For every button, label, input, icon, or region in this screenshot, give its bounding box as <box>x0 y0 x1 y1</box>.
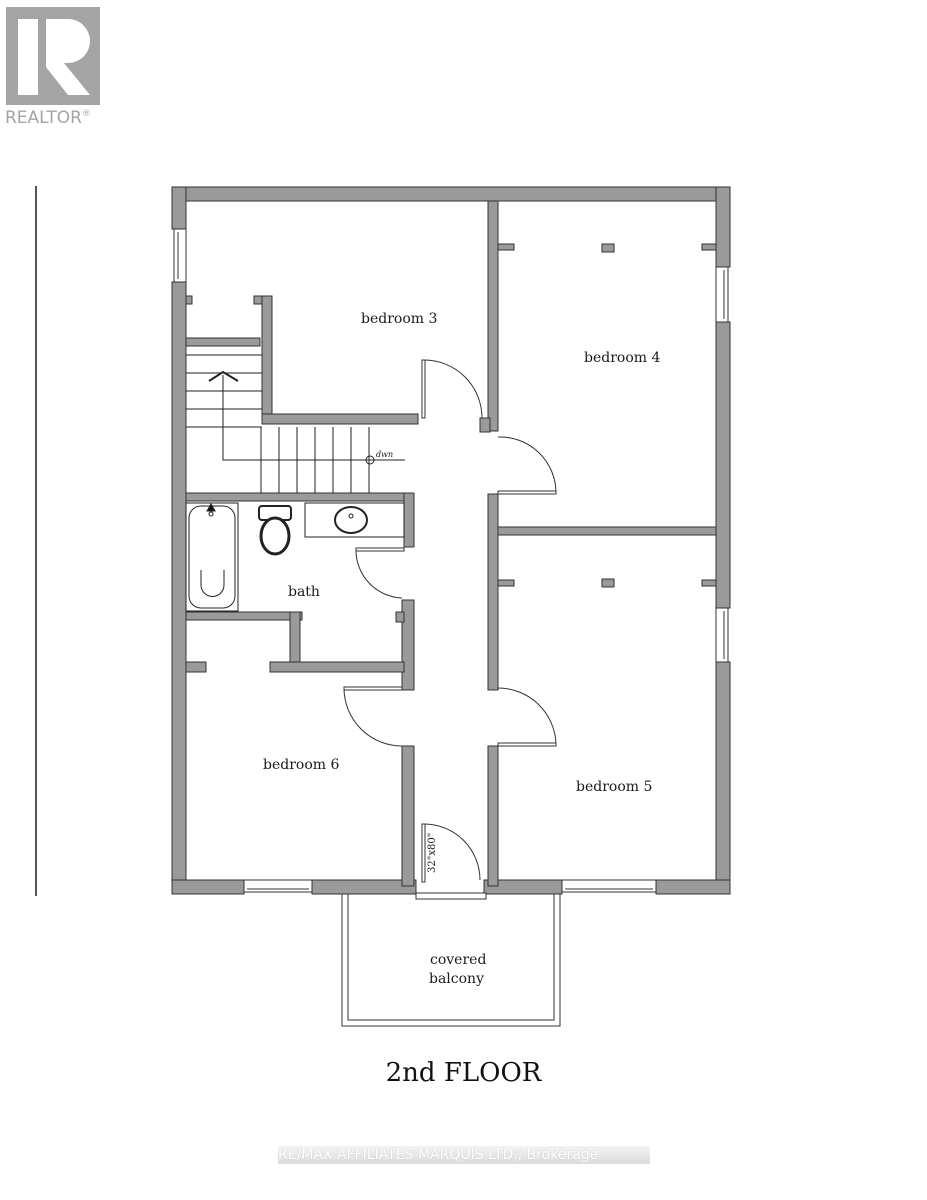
realtor-r-icon <box>6 7 100 105</box>
room-label-bedroom3: bedroom 3 <box>361 311 437 327</box>
room-label-bath: bath <box>288 584 320 600</box>
stairs-down-label: dwn <box>376 450 393 459</box>
brokerage-watermark: RE/MAX AFFILIATES MARQUIS LTD., Brokerag… <box>278 1146 650 1164</box>
door-dimension-label: 32"x80" <box>427 833 438 873</box>
windows <box>173 228 729 893</box>
floor-title: 2nd FLOOR <box>385 1058 542 1088</box>
realtor-wordmark: REALTOR® <box>5 108 91 128</box>
room-label-balcony-line2: balcony <box>429 971 484 987</box>
walls <box>171 186 731 895</box>
staircase <box>186 354 405 493</box>
room-label-bedroom5: bedroom 5 <box>576 779 652 795</box>
balcony-railing <box>341 894 561 1027</box>
watermark-text: RE/MAX AFFILIATES MARQUIS LTD., Brokerag… <box>278 1147 599 1163</box>
bath-fixtures <box>185 502 405 612</box>
realtor-logo: REALTOR® <box>5 5 109 128</box>
room-label-bedroom6: bedroom 6 <box>263 757 339 773</box>
room-label-bedroom4: bedroom 4 <box>584 350 660 366</box>
doors <box>343 359 557 900</box>
room-label-balcony-line1: covered <box>430 952 486 968</box>
